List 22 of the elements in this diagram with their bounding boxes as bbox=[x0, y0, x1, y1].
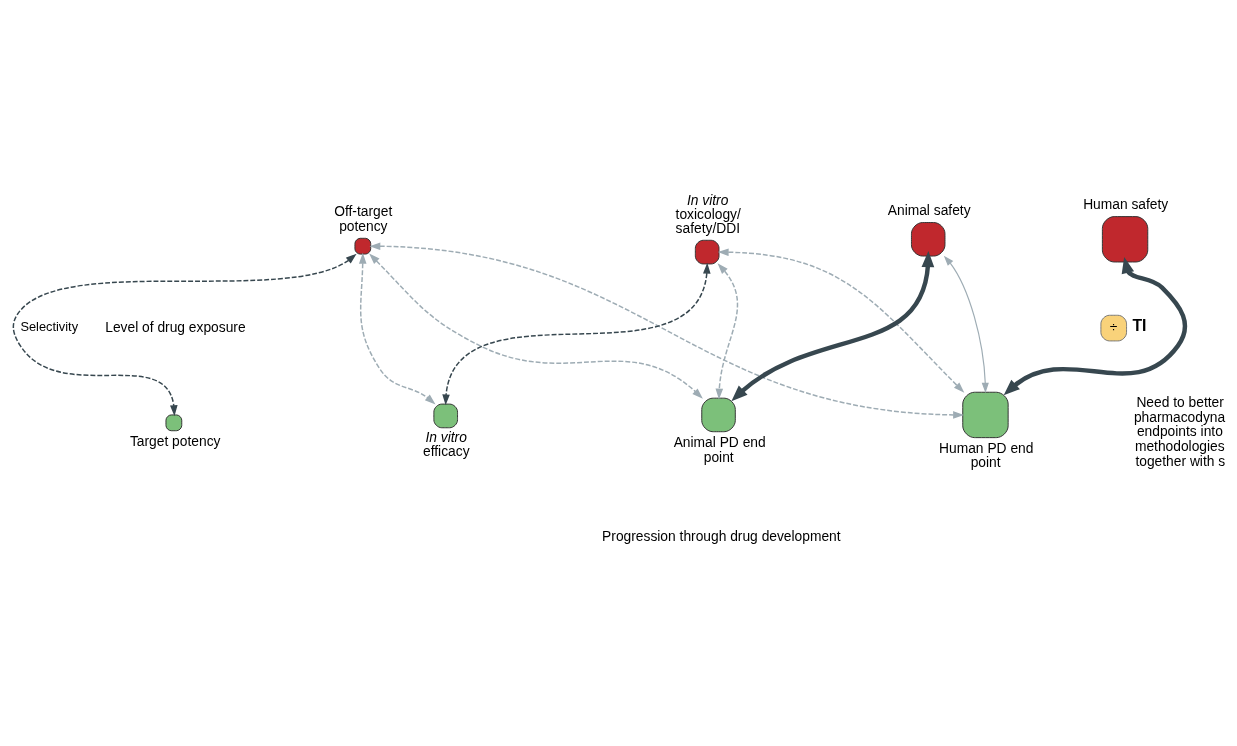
node-label: Off-target potency bbox=[334, 202, 393, 234]
arrow bbox=[717, 248, 965, 393]
arrow bbox=[1003, 257, 1188, 396]
edge-label: Selectivity bbox=[20, 319, 79, 335]
node-label: In vitro toxicology/ safety/DDI bbox=[675, 191, 741, 236]
node-label: Animal PD end point bbox=[673, 433, 766, 465]
label: Level of drug exposure bbox=[105, 318, 246, 335]
arrow bbox=[943, 255, 989, 394]
node-label: Target potency bbox=[129, 432, 221, 449]
arrow bbox=[715, 263, 739, 400]
arrow bbox=[358, 252, 436, 405]
arrow bbox=[369, 253, 703, 399]
label: Progression through drug development bbox=[602, 527, 841, 544]
arrow bbox=[12, 253, 357, 417]
arrow bbox=[442, 262, 711, 406]
arrow bbox=[731, 251, 935, 402]
node-label: TI bbox=[1132, 316, 1147, 334]
node-label: In vitro efficacy bbox=[423, 428, 470, 459]
node-label: Human safety bbox=[1083, 195, 1169, 212]
node-label: Human PD end point bbox=[939, 439, 1034, 471]
node-label: Animal safety bbox=[887, 201, 971, 218]
label: Need to better pharmacodyna endpoints into methodologies together with s bbox=[1133, 393, 1226, 469]
